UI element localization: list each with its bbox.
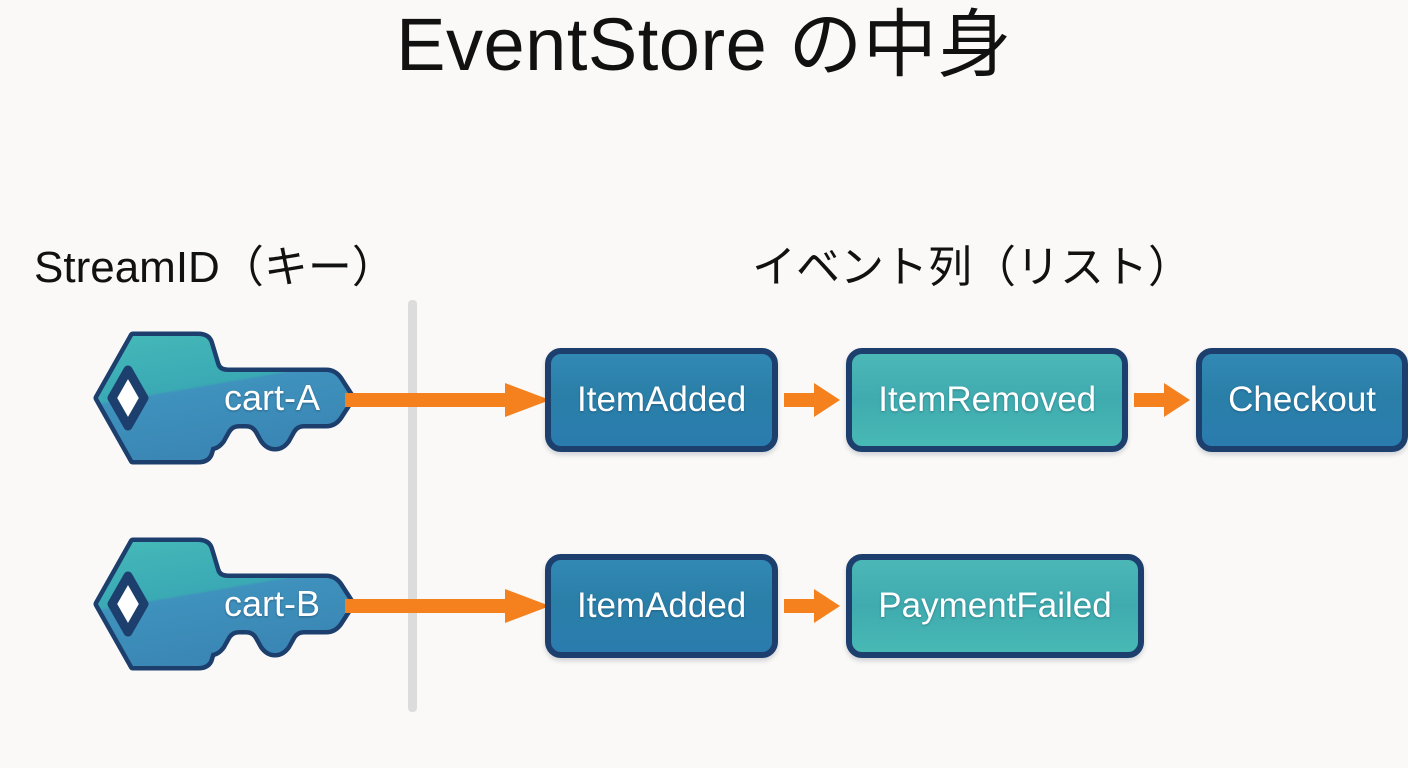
key-to-events-arrow-b (345, 589, 550, 623)
key-hole (107, 365, 149, 431)
event-sequence-arrow (784, 383, 841, 417)
event-list-cart-a: ItemAdded ItemRemoved Checkout (545, 348, 1408, 452)
event-box[interactable]: ItemRemoved (846, 348, 1129, 452)
stream-key-cart-a[interactable]: cart-A (58, 328, 358, 468)
arrow-right-icon (1134, 383, 1191, 417)
event-box[interactable]: ItemAdded (545, 554, 779, 658)
column-heading-streamid: StreamID（キー） (34, 243, 396, 292)
column-heading-event-list: イベント列（リスト） (752, 243, 1192, 292)
stream-key-cart-b[interactable]: cart-B (58, 534, 358, 674)
arrow-right-icon (345, 383, 550, 417)
key-body-fill (98, 336, 351, 460)
page-title: EventStore の中身 (396, 3, 1012, 86)
arrow-right-icon (784, 383, 841, 417)
arrow-right-icon (345, 589, 550, 623)
key-to-events-arrow-a (345, 383, 550, 417)
event-box[interactable]: PaymentFailed (846, 554, 1144, 658)
key-body-fill (98, 542, 351, 666)
arrow-right-icon (784, 589, 841, 623)
column-divider (408, 300, 417, 712)
event-sequence-arrow (784, 589, 841, 623)
key-icon (93, 331, 356, 465)
event-list-cart-b: ItemAdded PaymentFailed (545, 554, 1144, 658)
key-hole (107, 571, 149, 637)
event-box[interactable]: Checkout (1196, 348, 1408, 452)
key-icon (93, 537, 356, 671)
event-box[interactable]: ItemAdded (545, 348, 779, 452)
event-sequence-arrow (1134, 383, 1191, 417)
